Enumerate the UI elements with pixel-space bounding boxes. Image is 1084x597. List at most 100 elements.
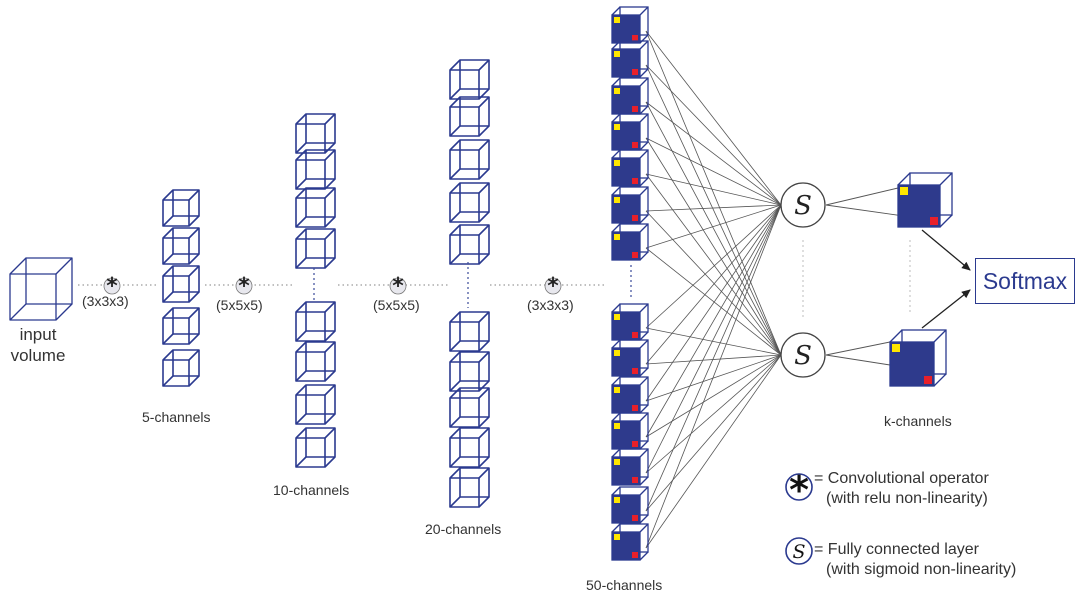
cube-edge	[324, 427, 336, 439]
softmax-box: Softmax	[975, 258, 1075, 304]
cube-edge	[639, 177, 649, 187]
fc-connection-line	[645, 137, 782, 356]
cube-edge	[478, 182, 490, 194]
cube-front-face	[162, 199, 190, 227]
cube-edge	[449, 139, 461, 151]
cube-edge	[162, 349, 174, 361]
fc-connection-line	[645, 204, 782, 249]
cube-edge	[639, 404, 649, 414]
cube-back-face	[305, 187, 336, 218]
layer-label-k: k-channels	[884, 413, 952, 429]
cube-edge	[478, 496, 490, 508]
fc-unit-1: S	[780, 182, 826, 228]
fc-connection-line	[645, 354, 782, 402]
layer20-channel-cube-2	[449, 96, 490, 137]
cube-edge	[611, 303, 621, 313]
cube-edge	[478, 139, 490, 151]
red-marker	[632, 252, 638, 258]
cube-back-face	[459, 59, 490, 90]
operator-circle	[389, 277, 407, 295]
red-marker	[632, 35, 638, 41]
cube-front-face	[449, 192, 480, 223]
cube-edge	[162, 333, 174, 345]
kernel-label-1: (3x3x3)	[82, 293, 129, 309]
cube-back-face	[305, 341, 336, 372]
fc-connection-line	[645, 204, 782, 329]
cube-edge	[295, 384, 307, 396]
cube-edge	[55, 303, 73, 321]
cube-edge	[188, 215, 200, 227]
cube-edge	[162, 307, 174, 319]
layer10-channel-cube-7	[295, 384, 336, 425]
cube-edge	[295, 330, 307, 342]
operator-symbol: *	[238, 274, 250, 299]
fc-connection-line	[645, 173, 782, 206]
cube-edge	[639, 486, 649, 496]
cube-edge	[324, 228, 336, 240]
legend-conv-line2: (with relu non-linearity)	[826, 490, 988, 507]
cube-edge	[639, 214, 649, 224]
cube-edge	[611, 523, 621, 533]
layer20-channel-cube-7	[449, 351, 490, 392]
operator-circle	[235, 277, 253, 295]
cube-edge	[295, 413, 307, 425]
fc-connection-line	[645, 354, 782, 549]
cube-edge	[639, 34, 649, 44]
cube-edge	[639, 339, 649, 349]
cube-edge	[449, 253, 461, 265]
operator-symbol: *	[547, 274, 559, 299]
cube-edge	[324, 456, 336, 468]
layer10-channel-cube-8	[295, 427, 336, 468]
legend-fc-s: S	[792, 541, 805, 563]
input-label-line2: volume	[10, 346, 66, 365]
fc-connection-line	[645, 204, 782, 512]
input-volume-cube	[9, 257, 73, 321]
cube-edge	[295, 187, 307, 199]
cube-edge	[188, 227, 200, 239]
cube-edge	[295, 149, 307, 161]
cube-edge	[9, 257, 27, 275]
input-volume-label: input volume	[8, 324, 68, 366]
cube-edge	[324, 370, 336, 382]
cube-edge	[324, 187, 336, 199]
cube-edge	[9, 303, 27, 321]
cube-edge	[324, 301, 336, 313]
cube-edge	[449, 427, 461, 439]
cube-back-face	[459, 467, 490, 498]
cube-front-face	[449, 69, 480, 100]
layer-label-5: 5-channels	[142, 409, 211, 425]
cube-front-face	[162, 275, 190, 303]
red-marker	[632, 405, 638, 411]
yellow-marker	[614, 350, 620, 356]
cube-back-face	[459, 96, 490, 127]
operator-circle	[103, 277, 121, 295]
cube-edge	[611, 223, 621, 233]
layer5-channel-cube-5	[162, 349, 200, 387]
layer50-channel-cube-4	[611, 113, 649, 151]
cube-edge	[162, 227, 174, 239]
cube-edge	[478, 340, 490, 352]
cube-edge	[478, 211, 490, 223]
cube-edge	[639, 141, 649, 151]
cube-edge	[639, 223, 649, 233]
yellow-marker	[614, 124, 620, 130]
cube-edge	[162, 265, 174, 277]
cube-edge	[449, 224, 461, 236]
cube-edge	[611, 149, 621, 159]
yellow-marker	[614, 387, 620, 393]
cube-edge	[295, 370, 307, 382]
cube-edge	[639, 367, 649, 377]
layer50-channel-cube-1	[611, 6, 649, 44]
cube-edge	[162, 291, 174, 303]
operator-symbol: *	[392, 274, 404, 299]
k-channel-cube-1	[897, 172, 953, 228]
cube-back-face	[172, 349, 200, 377]
softmax-label: Softmax	[982, 267, 1068, 294]
red-marker	[632, 552, 638, 558]
yellow-marker	[614, 88, 620, 94]
kernel-label-2: (5x5x5)	[216, 297, 263, 313]
fc-connection-line	[645, 210, 782, 356]
cube-edge	[188, 265, 200, 277]
